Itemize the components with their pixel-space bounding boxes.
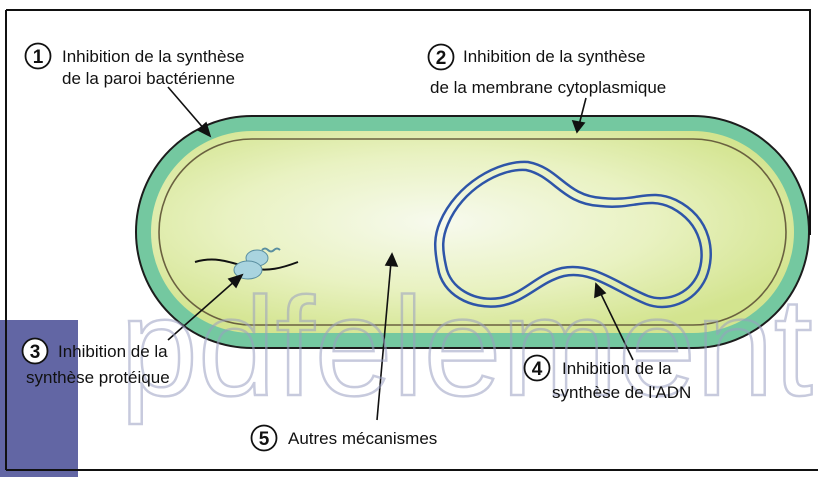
arrow-1-line [168, 87, 205, 130]
label-2-line-2: de la membrane cytoplasmique [430, 78, 666, 97]
label-2-number: 2 [436, 48, 447, 69]
label-1: 1 Inhibition de la synthèse de la paroi … [26, 44, 245, 89]
label-1-number: 1 [33, 47, 44, 68]
label-3-line-2: synthèse protéique [26, 368, 170, 387]
label-1-line-1: Inhibition de la synthèse [62, 47, 244, 66]
watermark-text: pdfelement [120, 268, 813, 425]
label-5: 5 Autres mécanismes [252, 426, 438, 451]
label-4-line-1: Inhibition de la [562, 359, 672, 378]
label-4-line-2: synthèse de l'ADN [552, 383, 691, 402]
label-1-line-2: de la paroi bactérienne [62, 69, 235, 88]
label-4-number: 4 [532, 359, 543, 380]
label-5-number: 5 [259, 429, 270, 450]
label-2: 2 Inhibition de la synthèse de la membra… [429, 45, 667, 98]
label-5-line-1: Autres mécanismes [288, 429, 437, 448]
label-3-number: 3 [30, 342, 41, 363]
label-3-line-1: Inhibition de la [58, 342, 168, 361]
label-2-line-1: Inhibition de la synthèse [463, 47, 645, 66]
